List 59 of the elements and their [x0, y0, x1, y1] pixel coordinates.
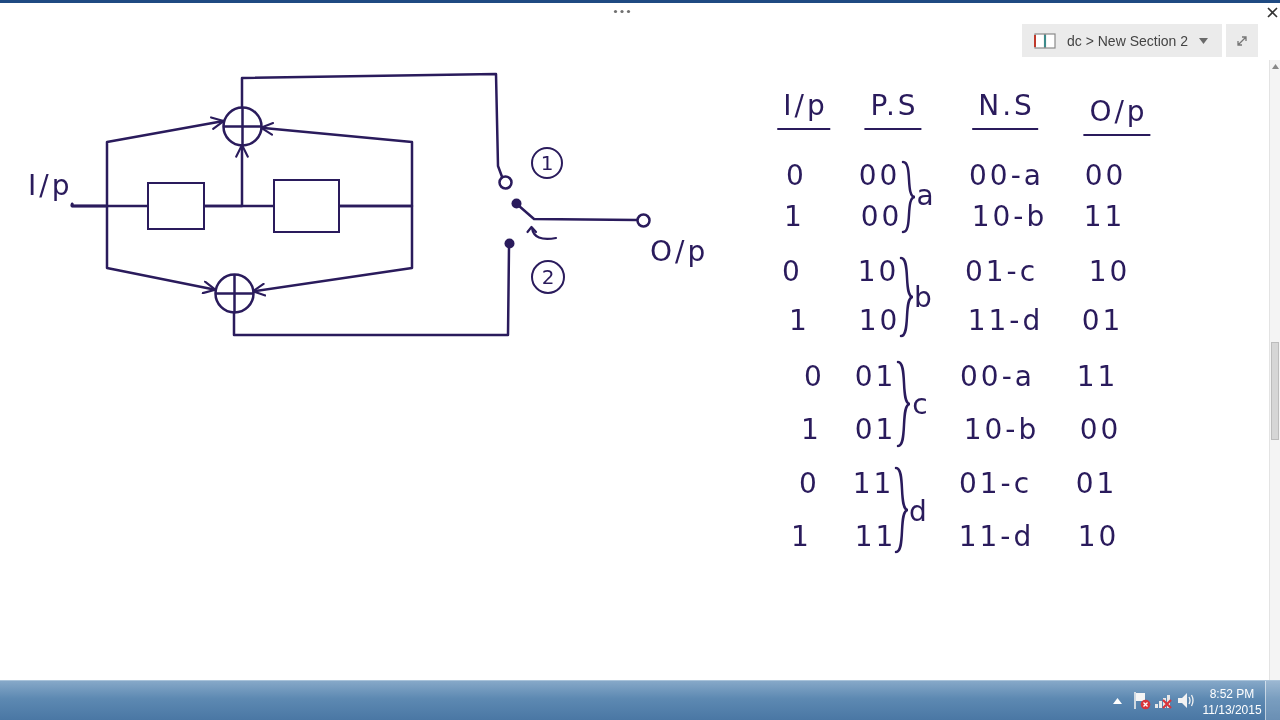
- shift-register: [273, 179, 340, 233]
- time-text: 8:52 PM: [1209, 687, 1255, 701]
- wire: [232, 245, 511, 337]
- output-bits: 11: [1075, 361, 1119, 393]
- output-bits: 00: [1083, 160, 1127, 192]
- state-letter: d: [908, 496, 930, 528]
- output-bits: 10: [1076, 521, 1120, 553]
- input-bit: 1: [800, 414, 822, 446]
- column-heading: N.S: [972, 90, 1038, 130]
- switch-contact: [503, 237, 515, 249]
- input-bit: 0: [803, 361, 825, 393]
- output-bits: 10: [1087, 256, 1131, 288]
- next-state: 00-a: [959, 361, 1035, 393]
- present-state: 01: [853, 414, 897, 446]
- input-bit: 0: [785, 160, 807, 192]
- present-state: 00: [859, 201, 903, 233]
- next-state: 11-d: [957, 521, 1035, 553]
- present-state: 11: [851, 468, 895, 500]
- next-state: 10-b: [962, 414, 1040, 446]
- output-label: O/p: [650, 236, 709, 268]
- state-letter: b: [913, 282, 935, 314]
- present-state: 10: [856, 256, 900, 288]
- next-state: 01-c: [957, 468, 1033, 500]
- next-state: 10-b: [970, 201, 1048, 233]
- input-bit: 1: [788, 305, 810, 337]
- next-state: 01-c: [963, 256, 1039, 288]
- shift-register: [147, 182, 205, 230]
- input-label: I/p: [28, 168, 86, 204]
- modulo-2-adder: [221, 105, 263, 147]
- input-bit: 0: [781, 256, 803, 288]
- date-text: 11/13/2015: [1202, 703, 1262, 717]
- switch-pivot: [510, 197, 522, 209]
- output-bits: 01: [1080, 305, 1124, 337]
- output-bits: 00: [1078, 414, 1122, 446]
- input-bit: 0: [798, 468, 820, 500]
- present-state: 00: [857, 160, 901, 192]
- present-state: 11: [853, 521, 897, 553]
- column-heading: I/p: [777, 90, 831, 130]
- position-number: 2: [531, 260, 565, 294]
- arrow: [259, 121, 414, 208]
- output-bits: 01: [1074, 468, 1118, 500]
- column-heading: P.S: [864, 90, 922, 130]
- output-terminal: [635, 212, 651, 228]
- next-state: 11-d: [966, 305, 1044, 337]
- state-letter: a: [915, 180, 937, 212]
- position-number: 1: [531, 147, 563, 179]
- switch-contact: [497, 174, 513, 190]
- present-state: 01: [853, 361, 897, 393]
- input-bit: 1: [790, 521, 812, 553]
- wire: [517, 204, 639, 222]
- breadcrumb-button: dc > New Section 2: [1022, 24, 1222, 57]
- present-state: 10: [857, 305, 901, 337]
- column-heading: O/p: [1083, 96, 1151, 136]
- wire: [240, 72, 504, 179]
- next-state: 00-a: [968, 160, 1044, 192]
- output-bits: 11: [1082, 201, 1126, 233]
- modulo-2-adder: [213, 272, 255, 314]
- state-letter: c: [911, 389, 931, 421]
- input-bit: 1: [783, 201, 805, 233]
